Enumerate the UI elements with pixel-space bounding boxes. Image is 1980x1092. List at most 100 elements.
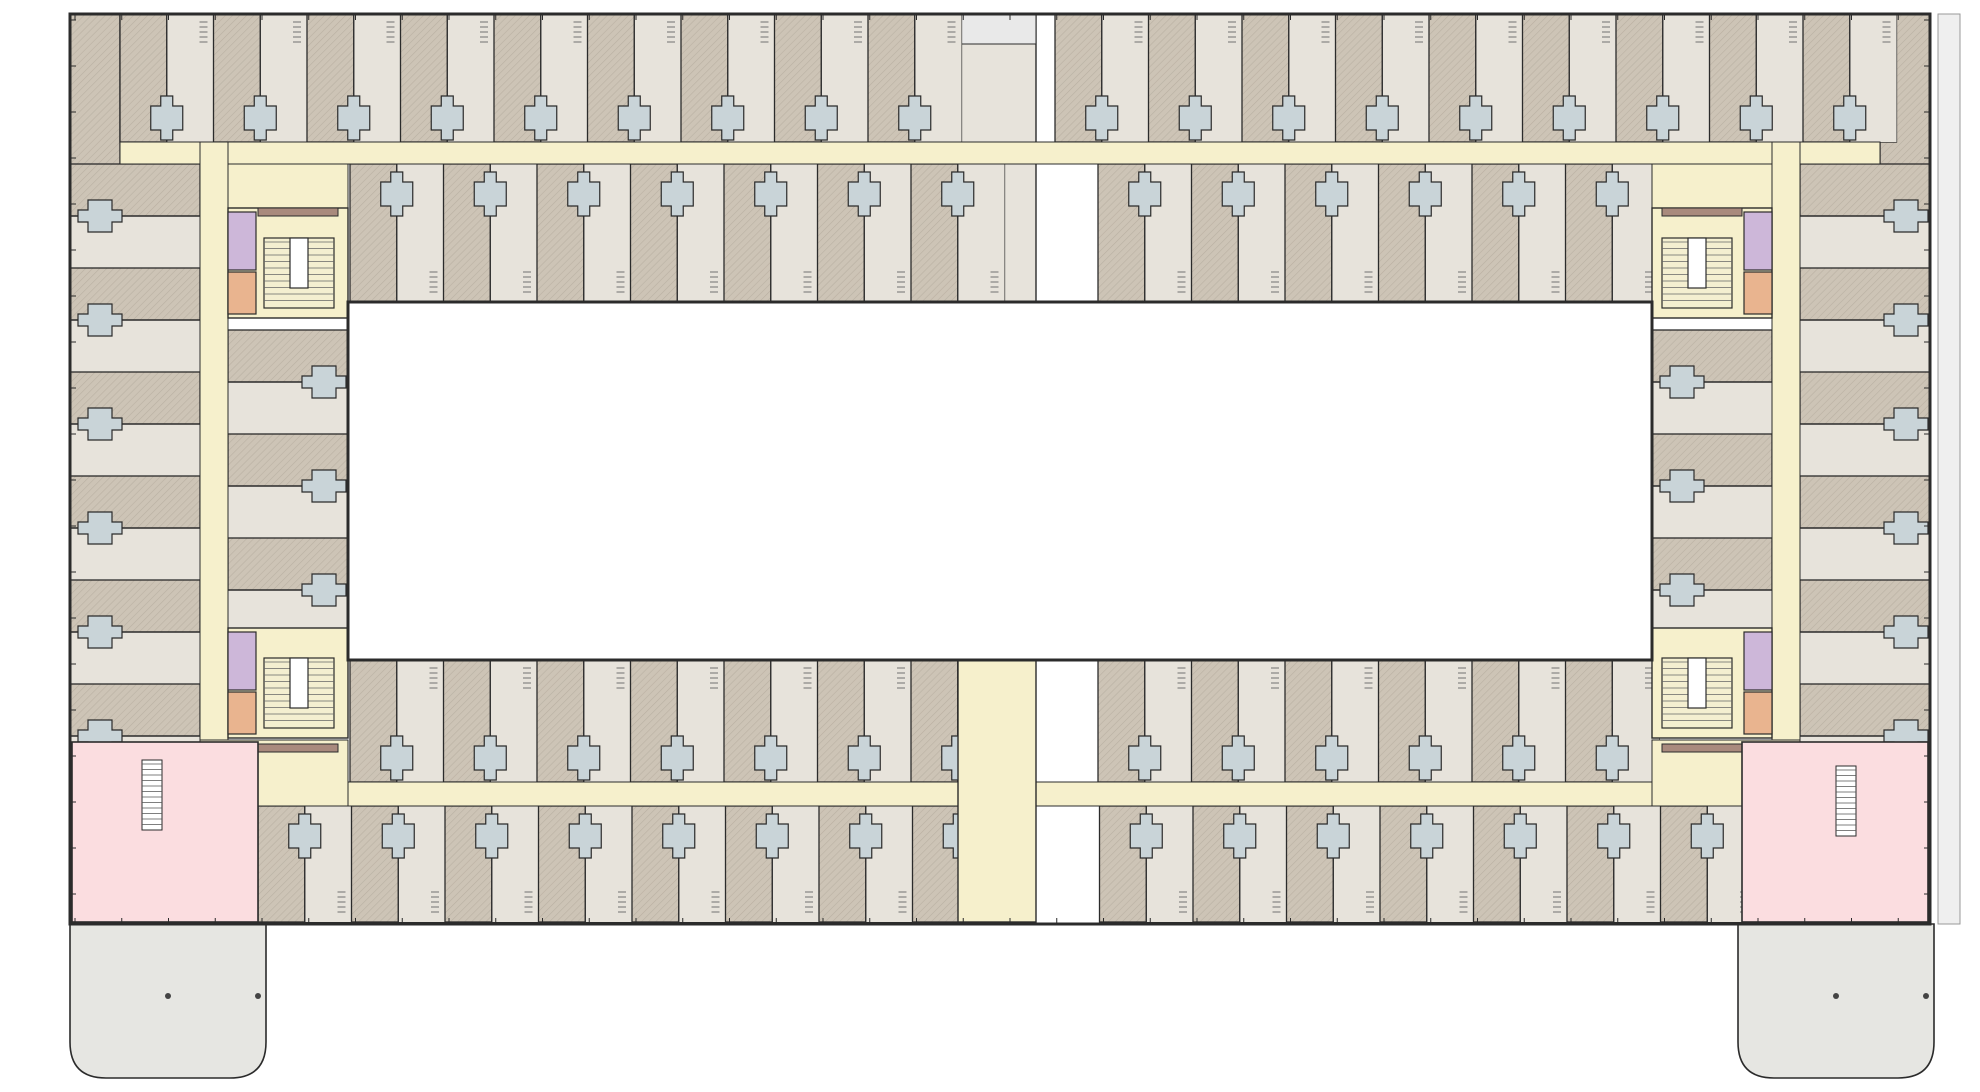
lobby-stair xyxy=(141,759,163,831)
lift-shaft xyxy=(227,631,257,691)
bathroom xyxy=(1316,813,1350,859)
room-unit xyxy=(1097,659,1193,783)
bathroom xyxy=(1883,407,1929,441)
room-unit xyxy=(1564,163,1660,303)
bathroom xyxy=(1502,171,1536,217)
bathroom xyxy=(568,813,602,859)
room-unit xyxy=(1379,805,1475,923)
room-unit xyxy=(1054,13,1150,143)
bathroom xyxy=(567,171,601,217)
room-unit xyxy=(1471,659,1567,783)
bathroom xyxy=(941,171,975,217)
room-unit xyxy=(1566,805,1662,923)
room-unit xyxy=(69,267,201,373)
canopy-slab xyxy=(1737,923,1935,1079)
room-unit xyxy=(1799,267,1931,373)
guest-room-units xyxy=(69,13,1931,923)
service-shaft xyxy=(1743,271,1773,315)
room-unit xyxy=(69,163,201,269)
bathroom xyxy=(1365,95,1399,141)
room-unit xyxy=(1615,13,1711,143)
exterior-walls xyxy=(68,12,1932,926)
bathroom xyxy=(1221,735,1255,781)
room-unit xyxy=(816,659,912,783)
room-unit xyxy=(1802,13,1898,143)
bathroom xyxy=(1128,735,1162,781)
room-unit xyxy=(1241,13,1337,143)
bathroom xyxy=(660,171,694,217)
room-unit xyxy=(1799,579,1931,685)
bathroom xyxy=(301,365,347,399)
bathroom xyxy=(847,735,881,781)
canopy-slab xyxy=(69,923,267,1079)
bathroom xyxy=(77,615,123,649)
entrance-canopies xyxy=(69,923,1935,1079)
bathroom xyxy=(1883,511,1929,545)
lobby-stair xyxy=(1835,765,1857,837)
room-unit xyxy=(399,13,495,143)
room-unit xyxy=(442,163,538,303)
bathroom xyxy=(1178,95,1212,141)
room-unit xyxy=(350,805,446,923)
planter-bar xyxy=(1661,743,1743,753)
stair-core xyxy=(1651,627,1773,739)
bathroom xyxy=(567,735,601,781)
room-unit xyxy=(1334,13,1430,143)
bathroom xyxy=(617,95,651,141)
bathroom xyxy=(754,171,788,217)
room-unit xyxy=(1098,805,1194,923)
room-unit xyxy=(536,163,632,303)
room-unit xyxy=(227,433,349,539)
top-center-terrace xyxy=(957,13,1037,45)
lobby-right xyxy=(1741,741,1929,923)
bathroom xyxy=(288,813,322,859)
bathroom xyxy=(77,511,123,545)
bathroom xyxy=(662,813,696,859)
canopy-column xyxy=(165,993,171,999)
bathroom xyxy=(1690,813,1724,859)
room-unit xyxy=(493,13,589,143)
room-unit xyxy=(818,805,914,923)
stair-eye xyxy=(1687,657,1707,709)
canopy-left xyxy=(69,923,267,1079)
room-unit xyxy=(1651,329,1773,435)
room-unit xyxy=(349,659,445,783)
room-unit xyxy=(631,805,727,923)
room-unit xyxy=(773,13,869,143)
bathroom xyxy=(804,95,838,141)
room-unit xyxy=(1377,659,1473,783)
bathroom xyxy=(1128,171,1162,217)
bathroom xyxy=(1883,303,1929,337)
stair-core xyxy=(227,627,349,739)
bathroom xyxy=(1883,615,1929,649)
lift-shaft xyxy=(1743,211,1773,271)
lobby-floor xyxy=(1741,741,1929,923)
room-unit xyxy=(1651,433,1773,539)
bathroom xyxy=(1459,95,1493,141)
bathroom xyxy=(1595,735,1629,781)
canopy-column xyxy=(1833,993,1839,999)
room-unit xyxy=(816,163,912,303)
room-unit xyxy=(257,805,353,923)
canopy-column xyxy=(255,993,261,999)
bathroom xyxy=(1408,171,1442,217)
bathroom xyxy=(380,735,414,781)
room-unit xyxy=(586,13,682,143)
room-unit xyxy=(306,13,402,143)
bathroom xyxy=(849,813,883,859)
room-unit xyxy=(119,13,215,143)
room-unit xyxy=(1708,13,1804,143)
room-unit xyxy=(444,805,540,923)
planter-bar xyxy=(1661,207,1743,217)
stair-eye xyxy=(289,657,309,709)
room-unit xyxy=(69,579,201,685)
room-unit xyxy=(212,13,308,143)
bathroom xyxy=(243,95,277,141)
bathroom xyxy=(301,573,347,607)
bathroom xyxy=(1408,735,1442,781)
room-unit xyxy=(536,659,632,783)
bathroom xyxy=(1272,95,1306,141)
corner-lobbies xyxy=(71,741,1929,923)
bathroom xyxy=(301,469,347,503)
room-unit xyxy=(1521,13,1617,143)
